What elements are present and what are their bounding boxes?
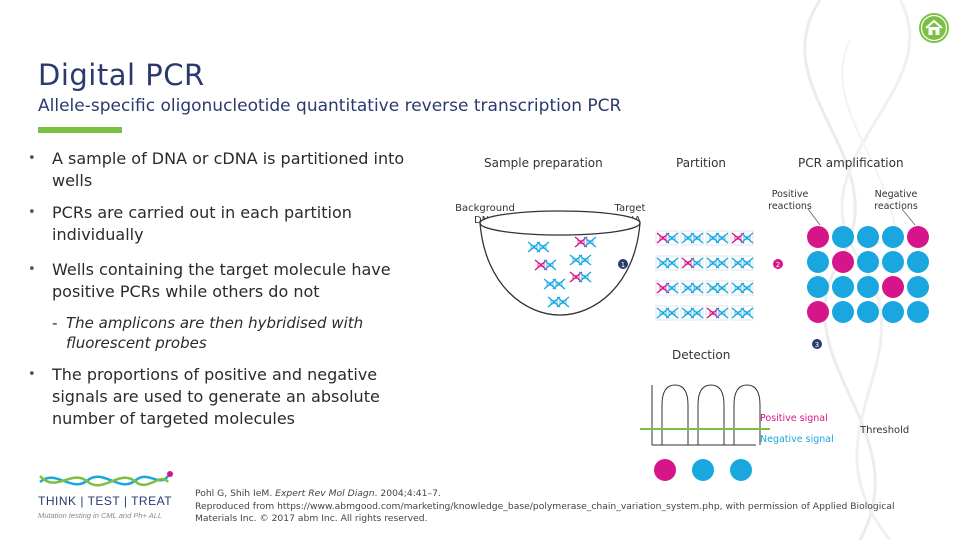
positive-reaction-dot: [882, 276, 904, 298]
detection-positive-dot: [654, 459, 676, 481]
positive-reaction-dot: [907, 226, 929, 248]
signal-peak: [661, 384, 689, 445]
partition-well: [680, 280, 704, 296]
think-test-treat-logo: [39, 471, 173, 487]
negative-reaction-dot: [907, 251, 929, 273]
signal-peak: [733, 384, 761, 445]
bullet-text: Wells containing the target molecule hav…: [52, 260, 391, 301]
partition-well: [730, 230, 754, 246]
partition-well: [705, 305, 729, 321]
sub-bullet-item: -The amplicons are then hybridised with …: [52, 314, 364, 352]
partition-well: [655, 255, 679, 271]
negative-reaction-dot: [832, 276, 854, 298]
label-threshold: Threshold: [859, 425, 909, 436]
sub-bullet-text: The amplicons are then hybridised with f…: [66, 314, 364, 352]
reference-text: Pohl G, Shih IeM. Expert Rev Mol Diagn. …: [195, 488, 935, 526]
dna-background-icon: [544, 279, 565, 289]
reference-authors: Pohl G, Shih IeM.: [195, 488, 273, 499]
reference-journal: Expert Rev Mol Diagn: [275, 488, 375, 499]
partition-well: [730, 280, 754, 296]
digital-pcr-diagram: Sample preparation Partition PCR amplifi…: [455, 156, 929, 481]
label-detection: Detection: [672, 348, 730, 362]
reaction-grid: [807, 226, 929, 323]
step-2-marker: [773, 259, 783, 269]
bullet-item: •A sample of DNA or cDNA is partitioned …: [28, 149, 405, 190]
page-subtitle: Allele-specific oligonucleotide quantita…: [38, 96, 622, 116]
dna-target-icon: [570, 272, 591, 282]
detection-negative-dot: [692, 459, 714, 481]
partition-well: [655, 305, 679, 321]
page-title: Digital PCR: [38, 58, 205, 92]
negative-reaction-dot: [882, 226, 904, 248]
label-partition: Partition: [676, 156, 726, 170]
dna-background-icon: [570, 255, 591, 265]
negative-reaction-dot: [857, 251, 879, 273]
detection-negative-dot: [730, 459, 752, 481]
negative-reaction-dot: [857, 226, 879, 248]
negative-reaction-dot: [857, 276, 879, 298]
reference-citation: . 2004;4:41–7.: [374, 488, 441, 499]
step-1-label: 1: [621, 261, 625, 269]
label-pcr-amplification: PCR amplification: [798, 156, 904, 170]
title-accent-bar: [38, 127, 122, 133]
label-sample-preparation: Sample preparation: [484, 156, 603, 170]
partition-well: [680, 230, 704, 246]
negative-reaction-dot: [882, 251, 904, 273]
positive-reaction-dot: [832, 251, 854, 273]
partition-well: [730, 255, 754, 271]
negative-reaction-dot: [882, 301, 904, 323]
logo-name: THINK | TEST | TREAT: [38, 494, 173, 508]
positive-reaction-dot: [807, 226, 829, 248]
dna-background-icon: [528, 242, 549, 252]
reference-source: Reproduced from https://www.abmgood.com/…: [195, 500, 895, 525]
positive-reaction-dot: [807, 301, 829, 323]
partition-well: [730, 305, 754, 321]
negative-reaction-dot: [857, 301, 879, 323]
negative-reaction-dot: [907, 301, 929, 323]
bullet-item: •The proportions of positive and negativ…: [28, 365, 380, 428]
partition-well: [655, 280, 679, 296]
dna-target-icon: [575, 237, 596, 247]
label-positive-signal: Positive signal: [760, 413, 828, 424]
logo-tagline: Mutation testing in CML and Ph+ ALL: [38, 511, 163, 520]
partition-well: [655, 230, 679, 246]
signal-peak: [697, 384, 725, 445]
partition-well: [705, 230, 729, 246]
label-negative-signal: Negative signal: [760, 434, 834, 445]
bullet-item: •PCRs are carried out in each partition …: [28, 203, 352, 244]
negative-reaction-dot: [807, 251, 829, 273]
partition-well: [680, 305, 704, 321]
home-icon: [919, 13, 949, 43]
bullet-text: A sample of DNA or cDNA is partitioned i…: [52, 149, 405, 190]
bullet-text: PCRs are carried out in each partition i…: [52, 203, 352, 244]
step-1-marker: [618, 259, 628, 269]
negative-reaction-dot: [807, 276, 829, 298]
dna-background-icon: [548, 297, 569, 307]
partition-well: [680, 255, 704, 271]
step-3-marker: [812, 339, 822, 349]
home-button[interactable]: [918, 12, 950, 44]
bullet-text: The proportions of positive and negative…: [52, 365, 380, 428]
step-2-label: 2: [776, 261, 780, 269]
negative-reaction-dot: [832, 301, 854, 323]
negative-reaction-dot: [832, 226, 854, 248]
bullet-item: •Wells containing the target molecule ha…: [28, 260, 391, 301]
negative-reaction-dot: [907, 276, 929, 298]
tube-body: [479, 222, 641, 316]
partition-well: [705, 280, 729, 296]
dna-target-icon: [535, 260, 556, 270]
partition-grid: [655, 230, 754, 321]
partition-well: [705, 255, 729, 271]
tube-top: [479, 210, 641, 236]
step-3-label: 3: [815, 341, 819, 349]
